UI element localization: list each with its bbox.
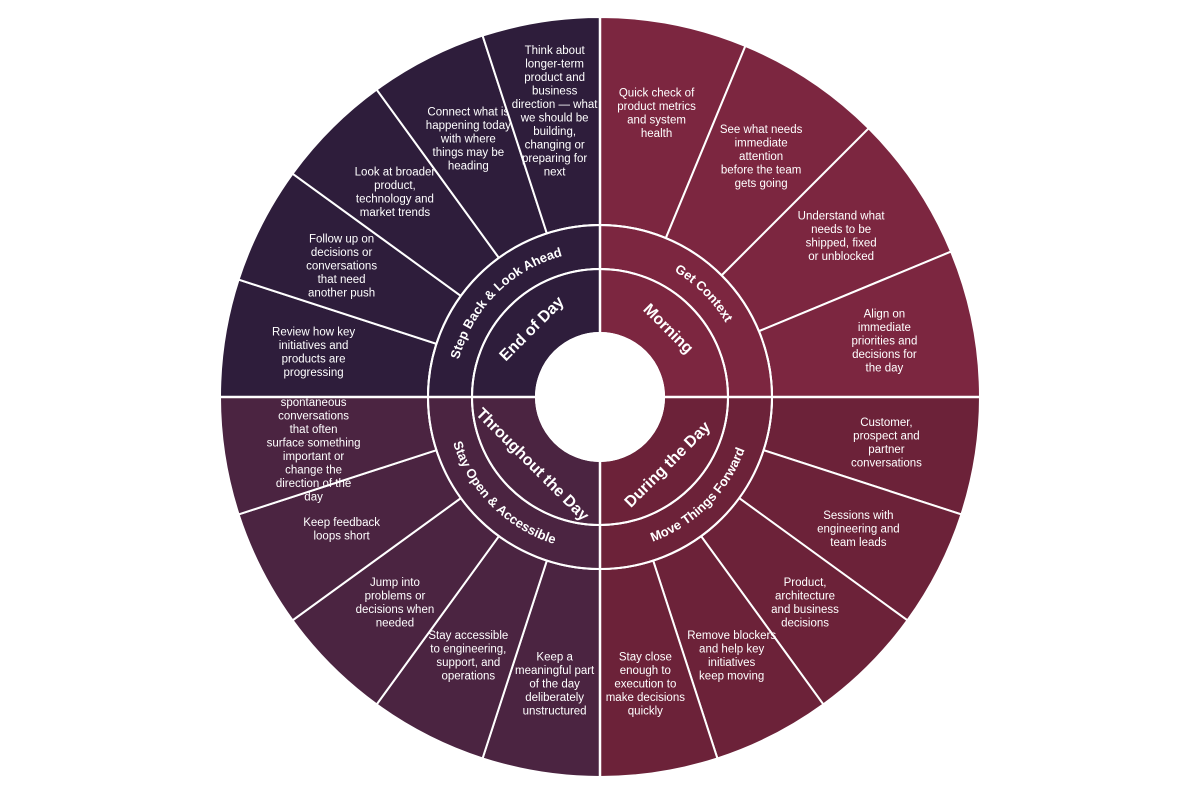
ring-divider-1	[471, 268, 729, 526]
item-text-throughout-4: Leave room forspontaneousconversationsth…	[267, 383, 361, 503]
ring-divider-0	[427, 224, 773, 570]
center-hub	[535, 332, 665, 462]
